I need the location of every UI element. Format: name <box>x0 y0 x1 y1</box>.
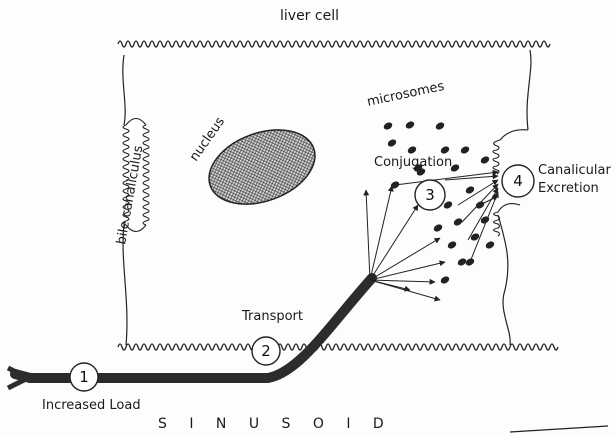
right-cell-wall <box>498 50 531 345</box>
conjugation-arrow <box>370 262 445 280</box>
step-3-number: 3 <box>425 186 435 204</box>
conjugation-label: Conjugation <box>374 155 452 170</box>
microsome-dot <box>453 217 464 227</box>
microsomes-label: microsomes <box>366 79 446 110</box>
microsome-dot <box>387 138 398 148</box>
bile-canaliculus-label: bile canaliculus <box>114 144 146 245</box>
conjugation-arrow <box>370 186 392 280</box>
liver-cell-label: liver cell <box>280 8 339 24</box>
conjugation-arrow <box>370 238 440 280</box>
conjugation-arrow <box>370 280 440 300</box>
step-4-number: 4 <box>513 172 523 190</box>
microsome-dot <box>440 275 451 285</box>
microsome-dot <box>480 155 491 165</box>
sinusoid-edge-line <box>510 426 608 432</box>
excretion-arrow <box>458 180 498 205</box>
microsome-dot <box>383 121 394 131</box>
increased-load-label: Increased Load <box>42 398 141 413</box>
conjugation-arrow <box>366 190 370 280</box>
microsome-dot <box>457 257 468 267</box>
microsome-dot <box>405 120 416 130</box>
microsome-dot <box>433 223 444 233</box>
bottom-cell-membrane <box>118 344 558 350</box>
step-2-number: 2 <box>261 342 271 360</box>
canalicular-label: Canalicular <box>538 163 611 178</box>
step-1-number: 1 <box>79 368 89 386</box>
excretion-label: Excretion <box>538 181 599 196</box>
bile-canaliculus-right-wall <box>143 125 149 225</box>
microsome-dot <box>485 240 496 250</box>
microsome-dot <box>440 145 451 155</box>
excretion-arrow <box>395 172 498 185</box>
microsome-dot <box>435 121 446 131</box>
conjugation-arrow <box>370 280 435 282</box>
microsome-dot <box>407 145 418 155</box>
transport-label: Transport <box>242 309 303 324</box>
microsome-dot <box>465 185 476 195</box>
sinusoid-label: S I N U S O I D <box>158 416 393 432</box>
bile-canaliculus-top-cap <box>126 119 146 126</box>
transport-pathway <box>15 278 372 378</box>
microsome-dot <box>447 240 458 250</box>
right-canaliculus-lower <box>494 204 521 236</box>
top-cell-membrane <box>118 41 550 47</box>
conjugation-arrow <box>370 205 418 280</box>
microsome-dot <box>460 145 471 155</box>
